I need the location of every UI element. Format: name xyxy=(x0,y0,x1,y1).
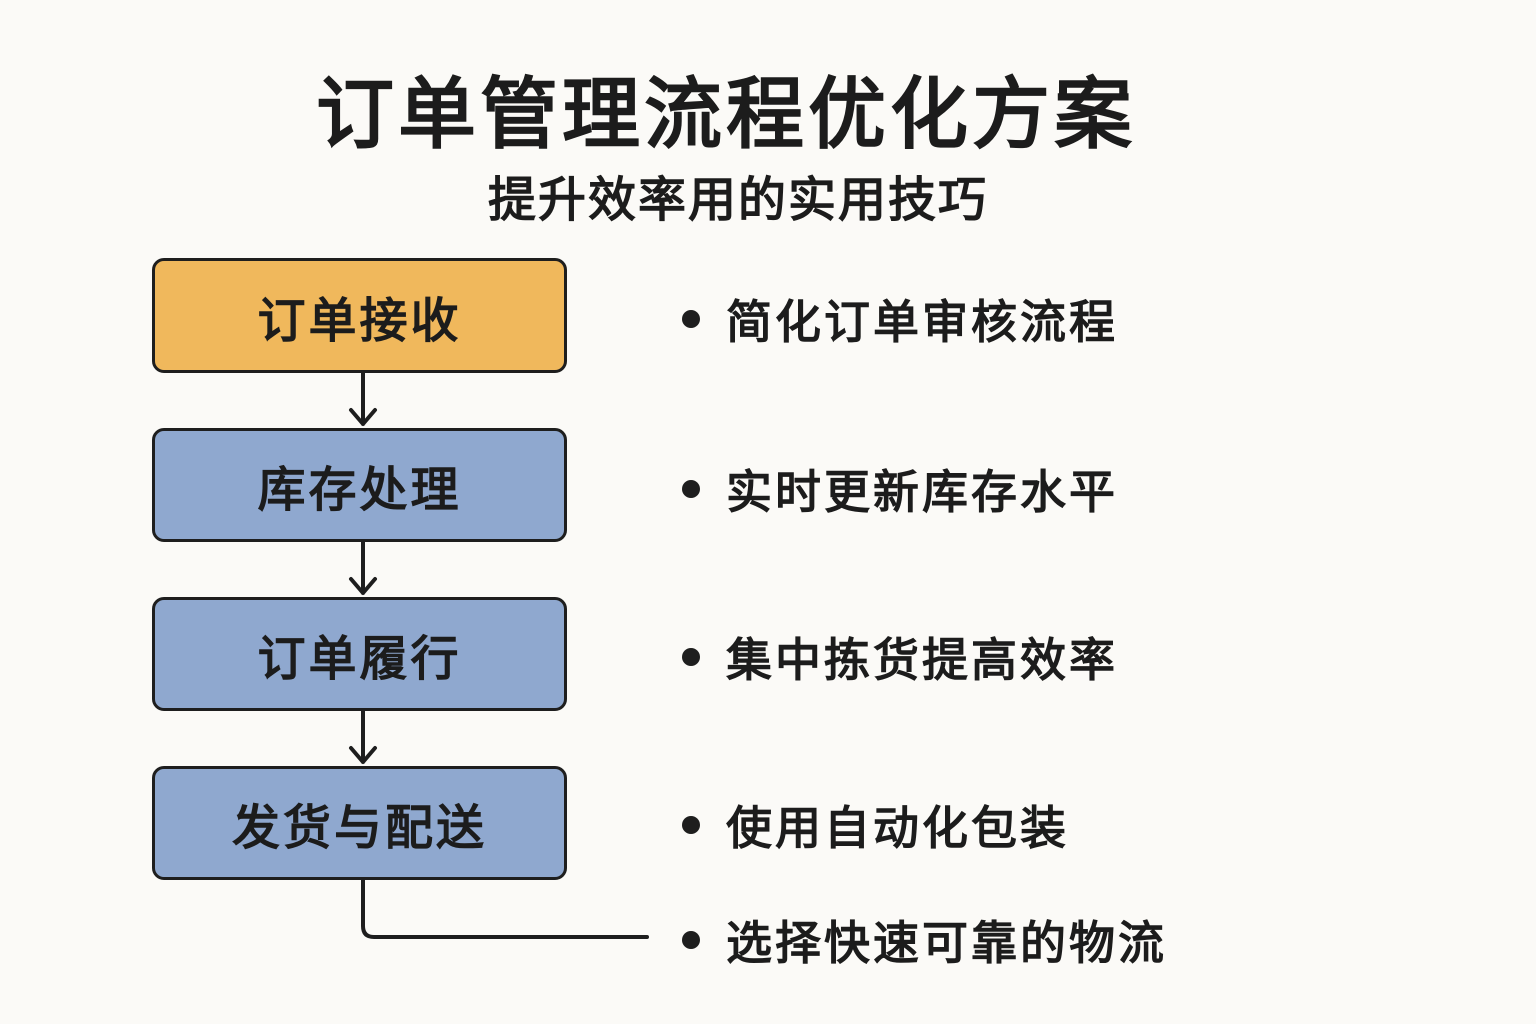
step-label: 订单接收 xyxy=(257,294,462,348)
step-fulfillment: 订单履行 xyxy=(152,597,567,711)
tip-text: 简化订单审核流程 xyxy=(726,296,1118,348)
step-label: 库存处理 xyxy=(257,464,462,517)
step-inventory: 库存处理 xyxy=(152,428,567,542)
step-shipping: 发货与配送 xyxy=(152,766,567,880)
arrow-2 xyxy=(349,539,377,595)
step-label: 发货与配送 xyxy=(231,802,487,855)
tip-text: 实时更新库存水平 xyxy=(726,466,1118,518)
tip-text: 使用自动化包装 xyxy=(726,802,1069,854)
tip-text: 集中拣货提高效率 xyxy=(726,634,1118,686)
bullet-icon xyxy=(682,648,700,666)
bullet-icon xyxy=(682,480,700,498)
bullet-icon xyxy=(682,931,700,949)
tip-item: 选择快速可靠的物流 xyxy=(682,907,1167,973)
tip-item: 使用自动化包装 xyxy=(682,792,1069,858)
tip-item: 实时更新库存水平 xyxy=(682,456,1118,522)
page-title: 订单管理流程优化方案 xyxy=(315,70,1136,158)
step-order-receive: 订单接收 xyxy=(152,258,567,373)
connector-to-tip xyxy=(361,877,649,939)
bullet-icon xyxy=(682,310,700,328)
arrow-1 xyxy=(349,370,377,426)
tip-text: 选择快速可靠的物流 xyxy=(726,917,1167,969)
arrow-3 xyxy=(349,708,377,764)
tip-item: 集中拣货提高效率 xyxy=(682,624,1118,690)
tip-item: 简化订单审核流程 xyxy=(682,286,1118,352)
bullet-icon xyxy=(682,816,700,834)
page-subtitle: 提升效率用的实用技巧 xyxy=(487,174,988,227)
step-label: 订单履行 xyxy=(257,633,462,686)
